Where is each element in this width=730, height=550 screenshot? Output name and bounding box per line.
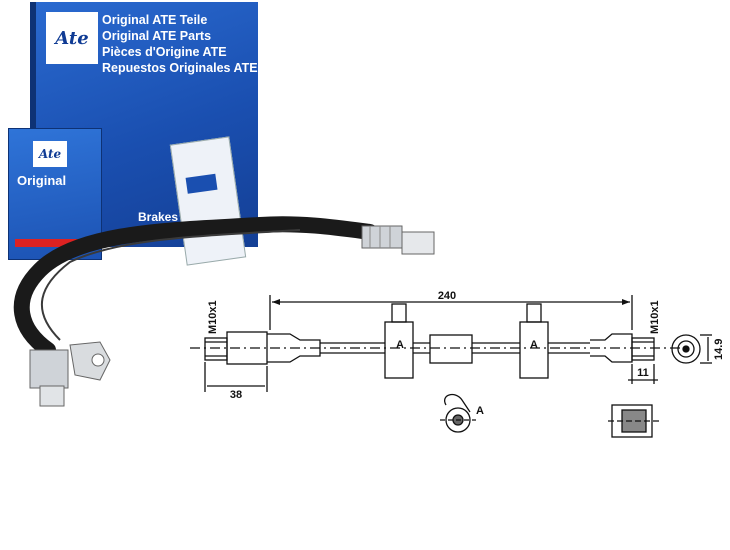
detail-label: A	[476, 405, 484, 417]
end-view-inner	[677, 340, 695, 358]
thread-label-right: M10x1	[649, 300, 661, 334]
original-label: Original	[17, 173, 67, 188]
technical-drawing	[190, 295, 712, 438]
length-label: 240	[438, 290, 456, 302]
flange-width-label: 11	[637, 367, 649, 379]
end-view-outer	[671, 334, 701, 364]
end-length-label: 38	[230, 389, 242, 401]
ate-logo-small: Ate	[33, 141, 67, 167]
hose-highlight	[41, 229, 301, 341]
height-label: 14.9	[713, 339, 725, 360]
brake-hose	[13, 216, 378, 358]
hose-fitting-left	[29, 341, 111, 407]
section-label-right: A	[530, 339, 538, 351]
thread-label-left: M10x1	[207, 300, 219, 334]
box-text: Original ATE Teile Original ATE Parts Pi…	[102, 13, 258, 75]
clip-detail	[440, 393, 476, 433]
hose-fitting-right	[361, 225, 435, 255]
section-detail	[608, 404, 660, 438]
red-stripe	[15, 239, 95, 247]
section-label-left: A	[396, 339, 404, 351]
product-box-small: Ate Original	[8, 128, 102, 260]
ate-logo: Ate	[46, 12, 98, 64]
